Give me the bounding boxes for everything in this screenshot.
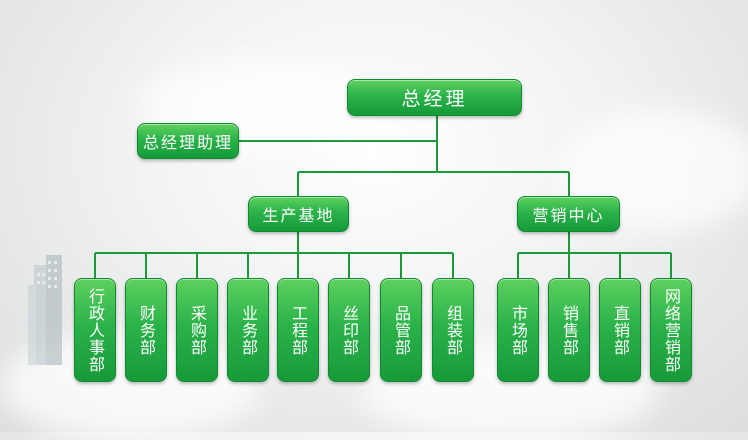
dept-market[interactable]: 市场部 [497,278,539,382]
dept-label: 销售部 [560,304,579,356]
dept-assembly[interactable]: 组装部 [432,278,474,382]
dept-quality[interactable]: 品管部 [380,278,422,382]
dept-engineering[interactable]: 工程部 [277,278,319,382]
ceo-box[interactable]: 总经理 [347,79,522,116]
dept-label: 网络营销部 [662,287,681,373]
dept-label: 业务部 [239,304,258,356]
dept-purchasing[interactable]: 采购部 [176,278,218,382]
marketing-center-label: 营销中心 [532,206,605,225]
dept-label: 采购部 [188,304,207,356]
dept-label: 市场部 [509,304,528,356]
production-base-box[interactable]: 生产基地 [248,196,349,232]
production-base-label: 生产基地 [262,206,335,225]
dept-finance[interactable]: 财务部 [125,278,167,382]
marketing-center-box[interactable]: 营销中心 [517,196,620,232]
ceo-label: 总经理 [401,88,468,110]
building-illustration [28,255,62,365]
dept-label: 组装部 [444,304,463,356]
assistant-label: 总经理助理 [142,133,233,152]
dept-label: 行政人事部 [86,287,105,373]
dept-label: 直销部 [611,304,630,356]
dept-silk-print[interactable]: 丝印部 [328,278,370,382]
dept-label: 丝印部 [340,304,359,356]
dept-online-marketing[interactable]: 网络营销部 [650,278,692,382]
dept-business[interactable]: 业务部 [227,278,269,382]
dept-sales[interactable]: 销售部 [548,278,590,382]
dept-direct-sales[interactable]: 直销部 [599,278,641,382]
dept-label: 工程部 [289,304,308,356]
assistant-box[interactable]: 总经理助理 [137,123,239,159]
dept-admin-hr[interactable]: 行政人事部 [74,278,116,382]
dept-label: 品管部 [392,304,411,356]
dept-label: 财务部 [137,304,156,356]
